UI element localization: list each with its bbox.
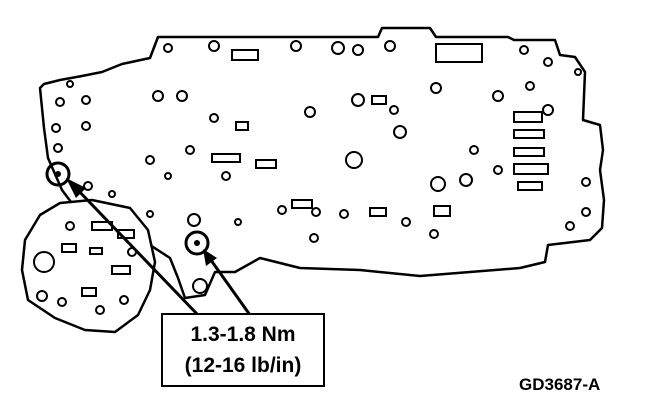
arrowhead-left-icon [66,178,86,198]
bolt-location-center [184,230,210,256]
figure-code-label: GD3687-A [519,375,601,394]
torque-metric-label: 1.3-1.8 Nm [190,323,296,346]
leader-line-left [72,184,200,317]
leader-line-right [206,255,252,316]
arrowhead-right-icon [203,249,217,266]
torque-callout: 1.3-1.8 Nm (12-16 lb/in) [161,313,325,387]
valve-body-outline [38,26,606,300]
lower-left-body-outline [20,198,157,334]
bolt-location-upper-left [45,161,71,187]
torque-imperial-label: (12-16 lb/in) [184,354,302,377]
valve-body-ports [33,40,591,315]
